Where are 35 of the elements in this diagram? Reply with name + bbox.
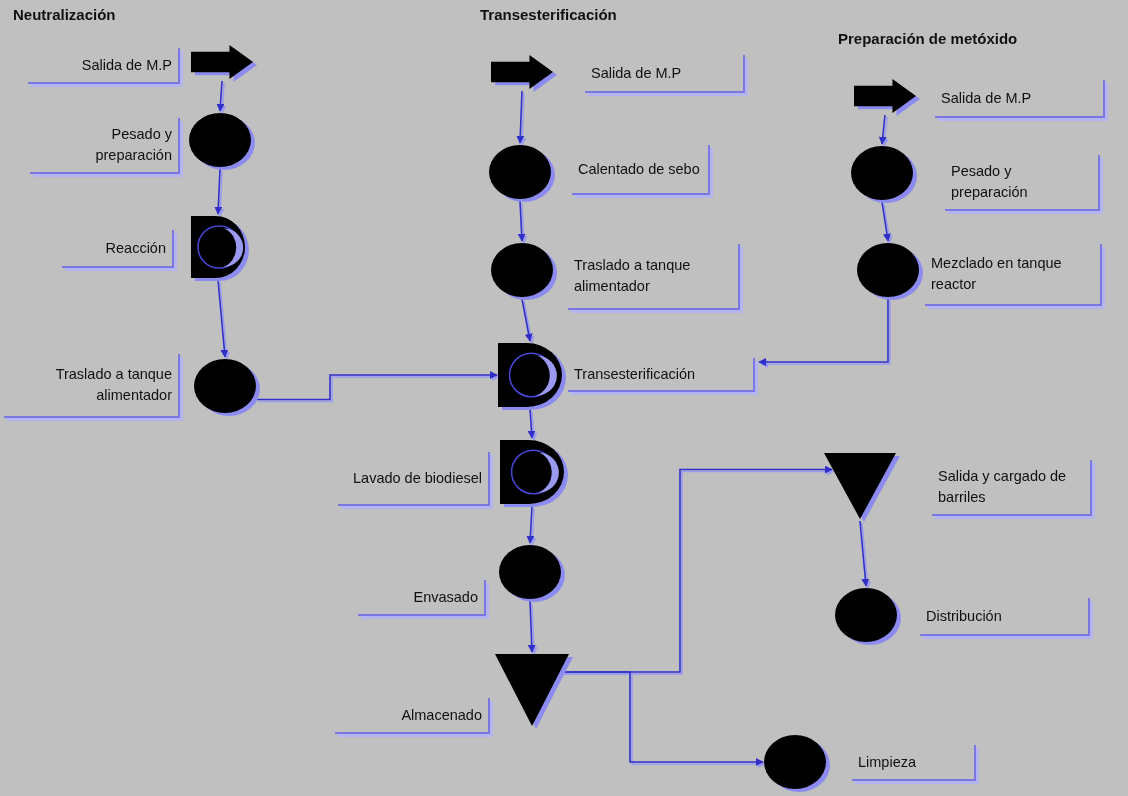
flow-arrow	[517, 200, 526, 242]
step-label: Calentado de sebo	[572, 145, 710, 195]
flow-arrow	[527, 408, 536, 439]
column-heading: Transesterificación	[480, 6, 617, 23]
step-label: Salida de M.P	[28, 48, 180, 84]
flow-arrow	[255, 371, 498, 401]
flow-arrow	[521, 298, 533, 342]
step-label: Lavado de biodiesel	[338, 452, 490, 506]
flow-arrow	[527, 600, 536, 653]
step-label: Transesterificación	[568, 358, 755, 392]
step-label: Pesado y preparación	[945, 155, 1100, 211]
step-label: Limpieza	[852, 745, 976, 781]
step-label: Salida y cargado de barriles	[932, 460, 1092, 516]
flow-arrow	[878, 114, 887, 145]
flow-arrow	[859, 520, 870, 587]
column-heading: Preparación de metóxido	[838, 30, 1018, 47]
step-label: Mezclado en tanque reactor	[925, 244, 1102, 306]
flow-arrow	[516, 90, 525, 144]
flow-arrow	[216, 80, 225, 112]
step-label: Salida de M.P	[585, 55, 745, 93]
flow-arrow	[526, 505, 535, 544]
column-heading: Neutralización	[13, 6, 116, 23]
step-label: Reacción	[62, 230, 174, 268]
flow-arrow	[881, 201, 891, 242]
step-label: Pesado y preparación	[30, 118, 180, 174]
flow-arrow	[758, 297, 889, 366]
step-label: Salida de M.P	[935, 80, 1105, 118]
step-label: Envasado	[358, 580, 486, 616]
flow-arrow	[558, 671, 764, 766]
step-label: Distribución	[920, 598, 1090, 636]
step-label: Traslado a tanque alimentador	[4, 354, 180, 418]
flow-arrow	[214, 168, 223, 215]
step-label: Traslado a tanque alimentador	[568, 244, 740, 310]
flow-arrow	[217, 279, 229, 358]
step-label: Almacenado	[335, 698, 490, 734]
